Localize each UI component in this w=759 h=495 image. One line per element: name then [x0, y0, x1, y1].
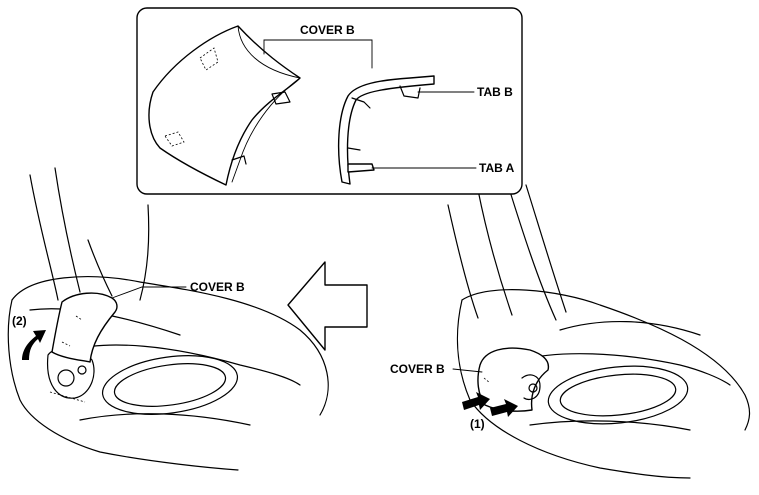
step-2-label: (2): [12, 314, 27, 328]
left-arrow-icon: [287, 261, 368, 351]
tab-a-label: TAB A: [479, 161, 515, 175]
right-cover-b-label: COVER B: [390, 362, 445, 376]
tab-b-label: TAB B: [477, 85, 513, 99]
left-cover-b-label: COVER B: [190, 280, 245, 294]
step-1-label: (1): [470, 417, 485, 431]
left-seat-illustration: [7, 167, 329, 471]
cover-b-bracket: [263, 39, 373, 69]
right-seat-illustration: [447, 184, 751, 479]
detail-inset: [136, 7, 523, 195]
inset-cover-b-label: COVER B: [300, 23, 355, 37]
curved-arrow-up-icon: [22, 330, 46, 360]
cover-b-profile-drawing: [337, 75, 435, 185]
cover-b-shell-drawing: [148, 25, 301, 186]
push-arrows-icon: [462, 392, 518, 417]
